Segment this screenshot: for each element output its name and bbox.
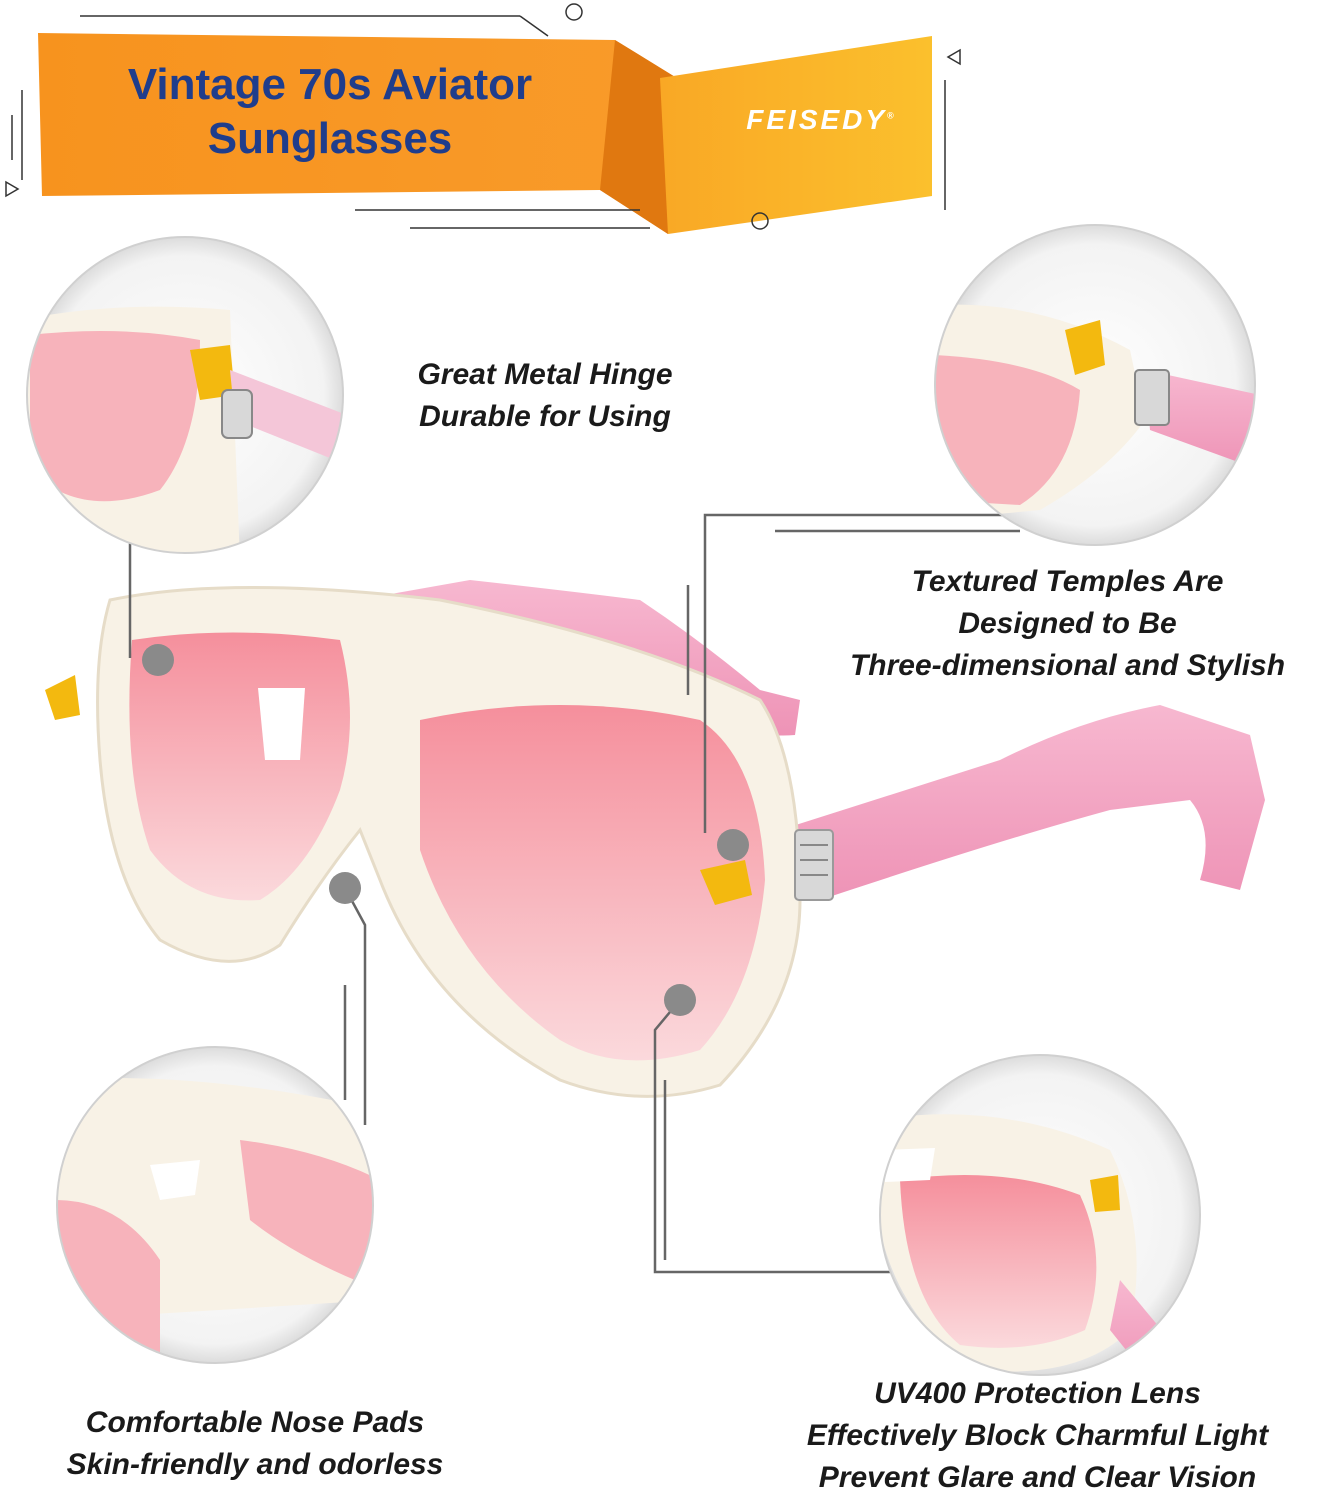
banner-title: Vintage 70s Aviator Sunglasses bbox=[40, 58, 620, 166]
detail-circle-temple bbox=[934, 224, 1256, 546]
detail-circle-hinge bbox=[26, 236, 344, 554]
caption-line: Comfortable Nose Pads bbox=[85, 1406, 425, 1439]
caption-line: Designed to Be bbox=[958, 607, 1177, 640]
title-line-2: Sunglasses bbox=[207, 114, 453, 163]
caption-line: Prevent Glare and Clear Vision bbox=[818, 1461, 1257, 1494]
feature-lens-caption: UV400 Protection Lens Effectively Block … bbox=[745, 1373, 1330, 1499]
banner-ribbon bbox=[5, 3, 961, 234]
callout-dots bbox=[142, 644, 749, 1016]
sunglasses-main bbox=[45, 580, 1265, 1098]
caption-line: Great Metal Hinge bbox=[417, 358, 673, 391]
detail-circle-lens bbox=[879, 1054, 1201, 1376]
brand-mark: ® bbox=[887, 110, 894, 121]
caption-line: Textured Temples Are bbox=[911, 565, 1224, 598]
caption-line: Three-dimensional and Stylish bbox=[849, 649, 1286, 682]
detail-circle-nose bbox=[56, 1046, 374, 1364]
brand-name: FEISEDY bbox=[746, 104, 888, 135]
feature-hinge-caption: Great Metal Hinge Durable for Using bbox=[360, 354, 730, 438]
title-line-1: Vintage 70s Aviator bbox=[127, 60, 533, 109]
feature-temple-caption: Textured Temples Are Designed to Be Thre… bbox=[805, 561, 1330, 687]
caption-line: Skin-friendly and odorless bbox=[66, 1448, 444, 1481]
caption-line: Effectively Block Charmful Light bbox=[806, 1419, 1269, 1452]
brand-logo: FEISEDY® bbox=[720, 104, 920, 136]
caption-line: UV400 Protection Lens bbox=[874, 1377, 1201, 1410]
caption-line: Durable for Using bbox=[419, 400, 671, 433]
feature-nose-caption: Comfortable Nose Pads Skin-friendly and … bbox=[15, 1402, 495, 1486]
